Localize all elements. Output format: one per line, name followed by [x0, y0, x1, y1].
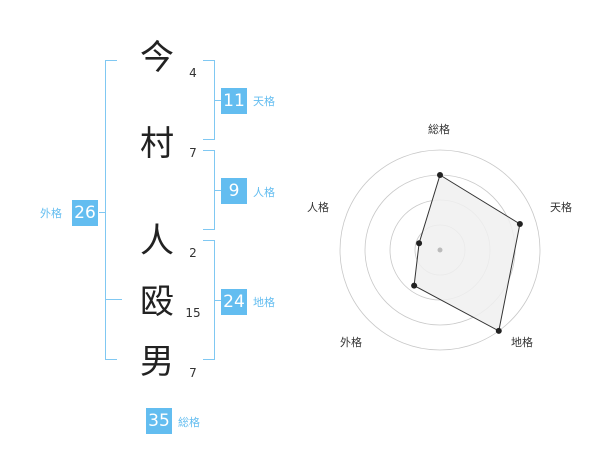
chikaku-value: 24	[221, 289, 247, 315]
gaikaku-connector	[99, 212, 105, 213]
chikaku-label: 地格	[253, 296, 275, 309]
radar-point-3	[495, 327, 502, 334]
stroke-count-1: 4	[189, 66, 197, 80]
radar-value-polygon	[413, 174, 521, 332]
jinkaku-bracket	[203, 150, 215, 230]
name-char-4: 殴	[140, 282, 174, 322]
stroke-count-4: 15	[185, 306, 201, 320]
radar-ring	[339, 149, 541, 351]
radar-point-5	[416, 240, 423, 247]
radar-axis-label-chikaku: 地格	[511, 336, 533, 349]
soukaku-label: 総格	[178, 416, 200, 429]
gaikaku-value: 26	[72, 200, 98, 226]
tenkaku-bracket	[203, 60, 215, 140]
stroke-count-3: 2	[189, 246, 197, 260]
radar-point-1	[437, 172, 443, 178]
tenkaku-label: 天格	[253, 95, 275, 108]
chikaku-connector	[215, 300, 221, 301]
radar-point-4	[411, 282, 418, 289]
radar-axis-label-jinkaku: 人格	[307, 201, 329, 214]
name-char-2: 村	[140, 124, 174, 164]
radar-axis-label-soukaku: 総格	[428, 123, 450, 136]
radar-center-dot	[437, 247, 443, 253]
jinkaku-connector	[215, 190, 221, 191]
tenkaku-value: 11	[221, 88, 247, 114]
gaikaku-label: 外格	[40, 207, 62, 220]
name-char-5: 男	[140, 342, 174, 382]
chikaku-bracket	[203, 240, 215, 360]
name-char-1: 今	[140, 38, 174, 78]
tenkaku-connector	[215, 100, 221, 101]
stroke-count-5: 7	[189, 366, 197, 380]
jinkaku-value: 9	[221, 178, 247, 204]
jinkaku-label: 人格	[253, 186, 275, 199]
name-char-3: 人	[140, 221, 174, 261]
radar-axis-label-tenkaku: 天格	[550, 201, 572, 214]
gaikaku-bracket	[105, 60, 117, 360]
radar-axis-label-gaikaku: 外格	[340, 336, 362, 349]
radar-point-2	[516, 221, 523, 228]
stroke-count-2: 7	[189, 146, 197, 160]
soukaku-value: 35	[146, 408, 172, 434]
gaikaku-split-line	[105, 299, 122, 300]
